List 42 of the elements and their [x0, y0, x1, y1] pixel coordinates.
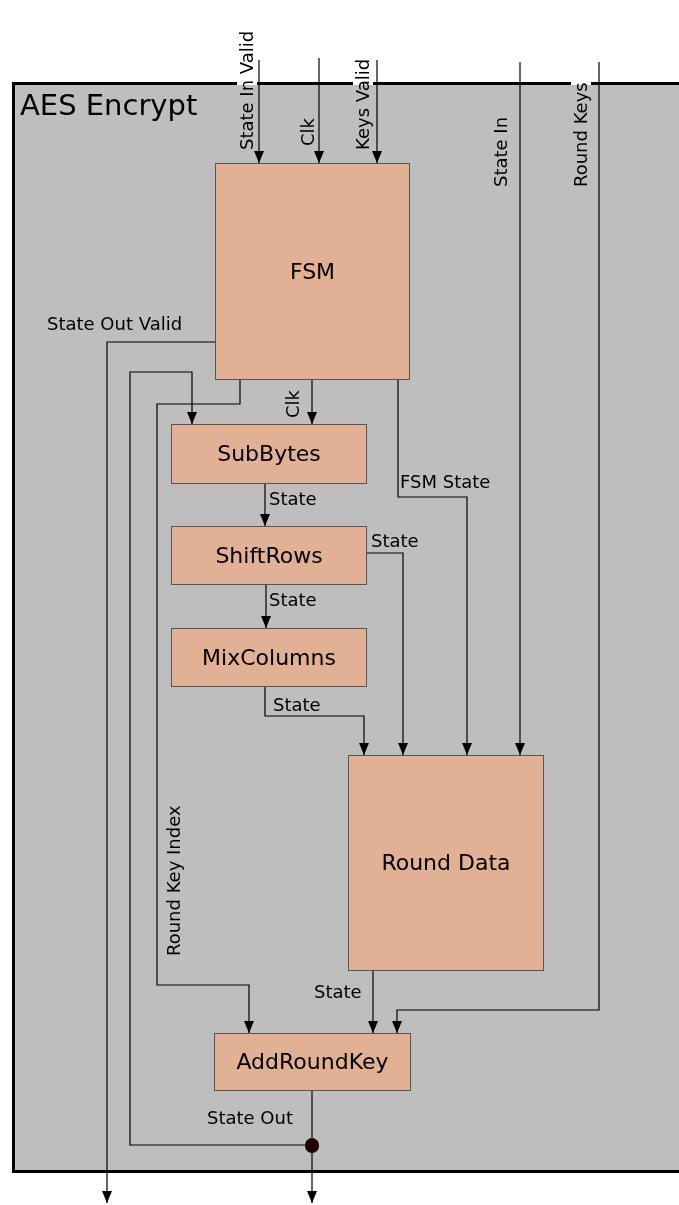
signal-arrow: [392, 61, 600, 1034]
signal-arrow: [397, 379, 472, 756]
block-label: MixColumns: [202, 643, 336, 672]
edge-label: Round Keys: [571, 82, 591, 187]
block-label: AddRoundKey: [236, 1048, 389, 1076]
signal-arrow: [307, 379, 317, 425]
signal-arrow: [260, 483, 270, 527]
signal-arrow: [156, 379, 254, 1034]
process-box: [215, 163, 410, 380]
block-label: FSM: [289, 257, 336, 286]
process-box: [171, 424, 367, 484]
edge-label: State In Valid: [237, 30, 257, 150]
block-title: AES Encrypt: [20, 87, 198, 123]
edge-label: Keys Valid: [353, 58, 373, 150]
signal-arrow: [129, 371, 306, 1146]
process-box: [171, 526, 367, 585]
edge-label: Clk: [283, 390, 303, 418]
signal-arrow: [314, 57, 324, 164]
signal-arrow: [366, 552, 408, 756]
edge-label: State Out Valid: [47, 314, 183, 334]
edge-label: State: [269, 489, 317, 509]
edge-label: State: [314, 982, 362, 1002]
signal-arrow: [254, 59, 264, 164]
signal-arrow: [261, 584, 271, 629]
signal-arrow: [102, 341, 216, 1204]
process-box: [171, 628, 367, 687]
block-label: Round Data: [381, 849, 511, 877]
edge-label: State Out: [207, 1108, 293, 1128]
signal-arrow: [264, 686, 369, 756]
signal-arrow: [372, 59, 382, 164]
edge-label: Round Key Index: [164, 805, 184, 956]
block-label: SubBytes: [217, 440, 321, 468]
edge-label: State: [371, 531, 419, 551]
edge-label: State: [273, 695, 321, 715]
edge-label: State: [269, 590, 317, 610]
process-box: [348, 755, 544, 971]
block-label: ShiftRows: [215, 541, 323, 570]
signal-arrow: [515, 61, 525, 756]
signal-arrow: [307, 1152, 317, 1204]
process-box: [214, 1033, 411, 1091]
edge-label: FSM State: [400, 472, 491, 492]
signal-arrow: [368, 970, 378, 1034]
